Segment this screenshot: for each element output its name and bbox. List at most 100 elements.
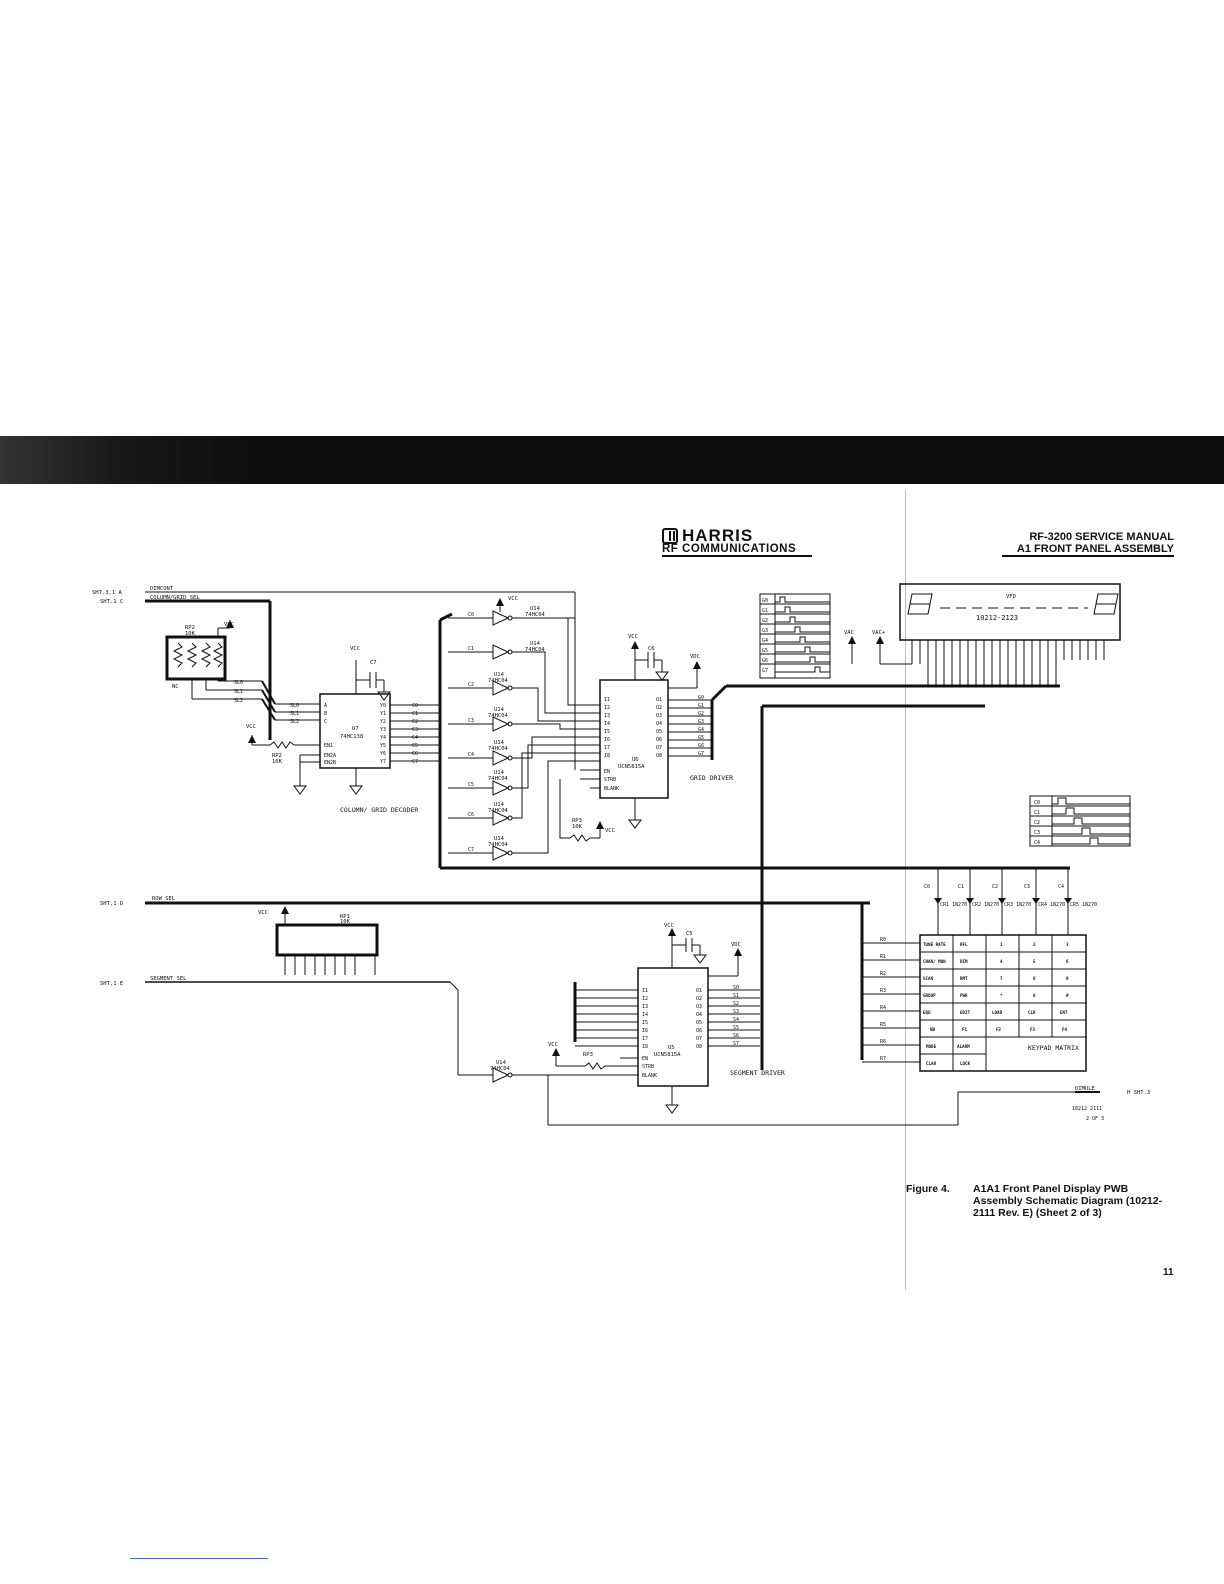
diode-cr1: CR1 1N270 [940, 902, 967, 908]
diode-cr5: CR5 1N270 [1070, 902, 1097, 908]
key-8: 8 [1033, 976, 1036, 981]
u6-i7: I7 [604, 745, 610, 751]
block-grid-driver: GRID DRIVER [690, 774, 733, 782]
vfd-ref: VFD [1006, 594, 1016, 600]
diode-cr2: CR2 1N270 [972, 902, 999, 908]
block-decoder: COLUMN/ GRID DECODER [340, 806, 418, 814]
row-r6: R6 [880, 1039, 886, 1045]
grid-g0: G0 [698, 695, 704, 701]
key-equ: EQU [923, 1010, 931, 1015]
key-edit: EDIT [960, 1010, 971, 1015]
u6-o1: O1 [656, 697, 662, 703]
key-star: * [1000, 993, 1003, 998]
sl2-label: SL2 [234, 698, 243, 704]
key-f3: F3 [1030, 1027, 1036, 1032]
row-r3: R3 [880, 988, 886, 994]
key-lock: LOCK [960, 1061, 971, 1066]
u7-pin-en2a: EN2A [324, 753, 336, 759]
u7-pin-y2: Y2 [380, 719, 386, 725]
u7-pin-y5: Y5 [380, 743, 386, 749]
row-r5: R5 [880, 1022, 886, 1028]
u5-part: UCN5815A [654, 1052, 681, 1058]
vcc-u7: VCC [350, 646, 360, 652]
u5-i7: I7 [642, 1036, 648, 1042]
u7-pin-y0: Y0 [380, 703, 386, 709]
u6-strb: STRB [604, 777, 616, 783]
key-7: 7 [1000, 976, 1003, 981]
rp2-value: 10K [185, 631, 196, 637]
col-c4: C4 [412, 735, 418, 741]
header-rule-left [662, 555, 812, 557]
u14-ref-8: U14 [494, 836, 505, 842]
inv-in-c3: C3 [468, 718, 474, 724]
u6-i6: I6 [604, 737, 610, 743]
timing-g1: G1 [762, 608, 768, 614]
timing-c1: C1 [1034, 810, 1040, 816]
rp2-ref: RP2 [185, 625, 195, 631]
u6-en: EN [604, 769, 610, 775]
u5-i8: I8 [642, 1044, 648, 1050]
sl1-label-b: SL1 [290, 711, 299, 717]
rp3-ref: RP3 [572, 818, 582, 824]
u5-i3: I3 [642, 1004, 648, 1010]
rp1-ref: RP1 [340, 914, 350, 920]
c6-ref: C6 [648, 646, 655, 652]
sheet-number: 2 OF 3 [1086, 1116, 1104, 1122]
row-r7: R7 [880, 1056, 886, 1062]
inv-in-c0: C0 [468, 612, 474, 618]
col-c1: C1 [412, 711, 418, 717]
u5-i1: I1 [642, 988, 648, 994]
u5-o8: O8 [696, 1044, 702, 1050]
u14-ref-1: U14 [530, 606, 541, 612]
seg-s2: S2 [733, 1001, 739, 1007]
u6-o3: O3 [656, 713, 662, 719]
timing-g5: G5 [762, 648, 768, 654]
key-0: 0 [1033, 993, 1036, 998]
net-segment-sel: SEGMENT SEL [150, 976, 187, 982]
u5-ref: U5 [668, 1045, 675, 1051]
timing-c0: C0 [1034, 800, 1040, 806]
vdc-u6: VDC [690, 654, 700, 660]
kp-col-c2: C2 [992, 884, 998, 890]
key-group: GROUP [923, 993, 936, 998]
u5-o4: O4 [696, 1012, 702, 1018]
key-load: LOAD [992, 1010, 1003, 1015]
offsheet-sht3a: SHT.3.1 A [92, 590, 122, 596]
seg-s0: S0 [733, 985, 739, 991]
block-segment-driver: SEGMENT DRIVER [730, 1069, 785, 1077]
u7-pin-y4: Y4 [380, 735, 386, 741]
rp2b-value: 10K [272, 759, 283, 765]
inv-in-c7: C7 [468, 847, 474, 853]
key-mode: MODE [926, 1044, 937, 1049]
rp3b-ref: RP3 [583, 1052, 593, 1058]
u7-pin-c: C [324, 719, 327, 725]
u5-o7: O7 [696, 1036, 702, 1042]
key-pwr: PWR [960, 993, 968, 998]
grid-g5: G5 [698, 735, 704, 741]
u5-i4: I4 [642, 1012, 648, 1018]
vcc-rp3: VCC [605, 828, 615, 834]
key-tune-rate: TUNE RATE [923, 942, 946, 947]
page-number: 11 [1163, 1267, 1174, 1278]
key-dim: DIM [960, 959, 968, 964]
timing-g4: G4 [762, 638, 768, 644]
brand-subtitle: RF COMMUNICATIONS [662, 543, 797, 555]
rp2b-ref: RP2 [272, 753, 282, 759]
header-rule-right [1002, 555, 1174, 557]
key-f1: F1 [962, 1027, 968, 1032]
key-rfl: RFL [960, 942, 968, 947]
page-fold-line [905, 490, 906, 1290]
u5-strb: STRB [642, 1064, 654, 1070]
key-alarm: ALARM [957, 1044, 970, 1049]
offsheet-sht3h: H SHT.3 [1127, 1090, 1150, 1096]
net-col-grid-sel: COLUMN/GRID SEL [150, 595, 200, 601]
col-c5: C5 [412, 743, 418, 749]
vcc-u5: VCC [664, 923, 674, 929]
timing-c4: C4 [1034, 840, 1040, 846]
u6-i1: I1 [604, 697, 610, 703]
vcc-u5-en: VCC [548, 1042, 558, 1048]
grid-g6: G6 [698, 743, 704, 749]
u6-o6: O6 [656, 737, 662, 743]
grid-g3: G3 [698, 719, 704, 725]
